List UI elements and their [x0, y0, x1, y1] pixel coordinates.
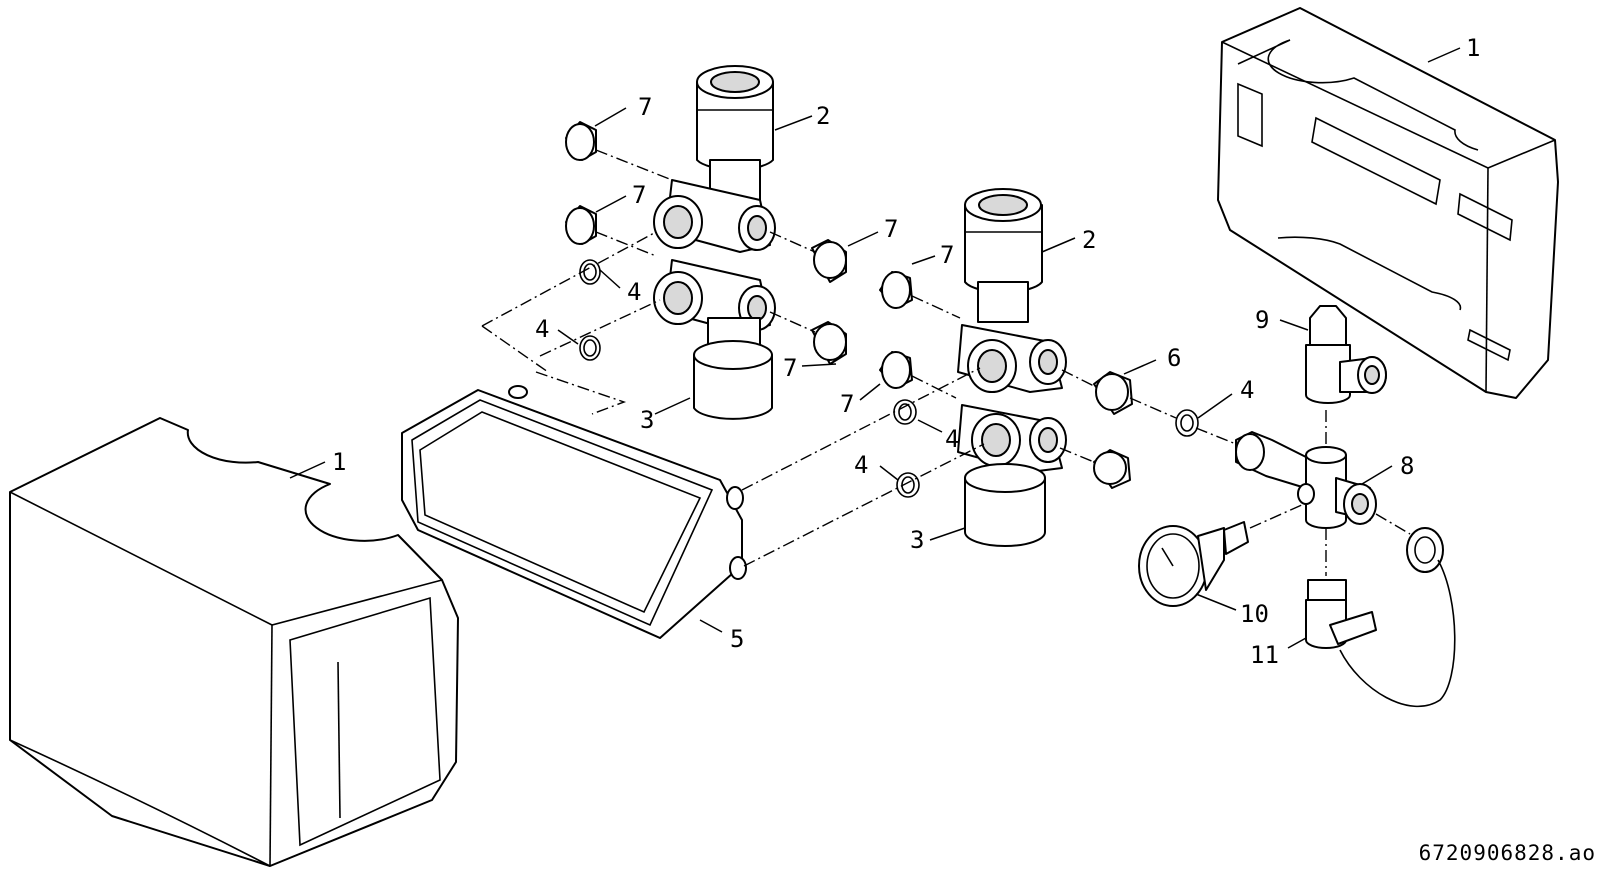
- label-seal-d: 4: [854, 451, 868, 479]
- label-valve-body-right: 2: [1082, 226, 1096, 254]
- document-code: 6720906828.ao: [1419, 841, 1596, 865]
- label-tee-piece: 8: [1400, 452, 1414, 480]
- label-plug-c: 7: [884, 215, 898, 243]
- insulation-cover-front: [9, 417, 459, 867]
- label-heat-exchanger: 5: [730, 625, 744, 653]
- safety-group: [1138, 305, 1456, 708]
- label-pipe-lower-right: 3: [910, 526, 924, 554]
- label-cover-front: 1: [332, 448, 346, 476]
- label-plug-f: 7: [840, 390, 854, 418]
- valve-group-left: [565, 65, 847, 420]
- label-valve-body-left: 2: [816, 102, 830, 130]
- label-pipe-lower-left: 3: [640, 406, 654, 434]
- label-seal-c: 4: [945, 425, 959, 453]
- label-cover-back: 1: [1466, 34, 1480, 62]
- label-plug-a: 7: [638, 93, 652, 121]
- label-safety-valve: 9: [1255, 306, 1269, 334]
- leader-lines: [289, 47, 1461, 649]
- label-plug-e: 7: [940, 241, 954, 269]
- assembly-axes: [481, 149, 1411, 576]
- label-drain-valve: 11: [1250, 641, 1279, 669]
- label-fitting: 6: [1167, 344, 1181, 372]
- plate-heat-exchanger: [401, 385, 747, 639]
- insulation-cover-back: [1217, 7, 1559, 399]
- valve-group-right: [879, 188, 1199, 547]
- label-plug-d: 7: [783, 354, 797, 382]
- label-seal-e: 4: [1240, 376, 1254, 404]
- label-seal-b: 4: [535, 315, 549, 343]
- label-pressure-gauge: 10: [1240, 600, 1269, 628]
- label-plug-b: 7: [632, 181, 646, 209]
- part-labels: 1 1 2 2 3 3 4 4 4 4 4 5 6 7 7 7 7 7 7 8 …: [332, 34, 1480, 669]
- label-seal-a: 4: [627, 278, 641, 306]
